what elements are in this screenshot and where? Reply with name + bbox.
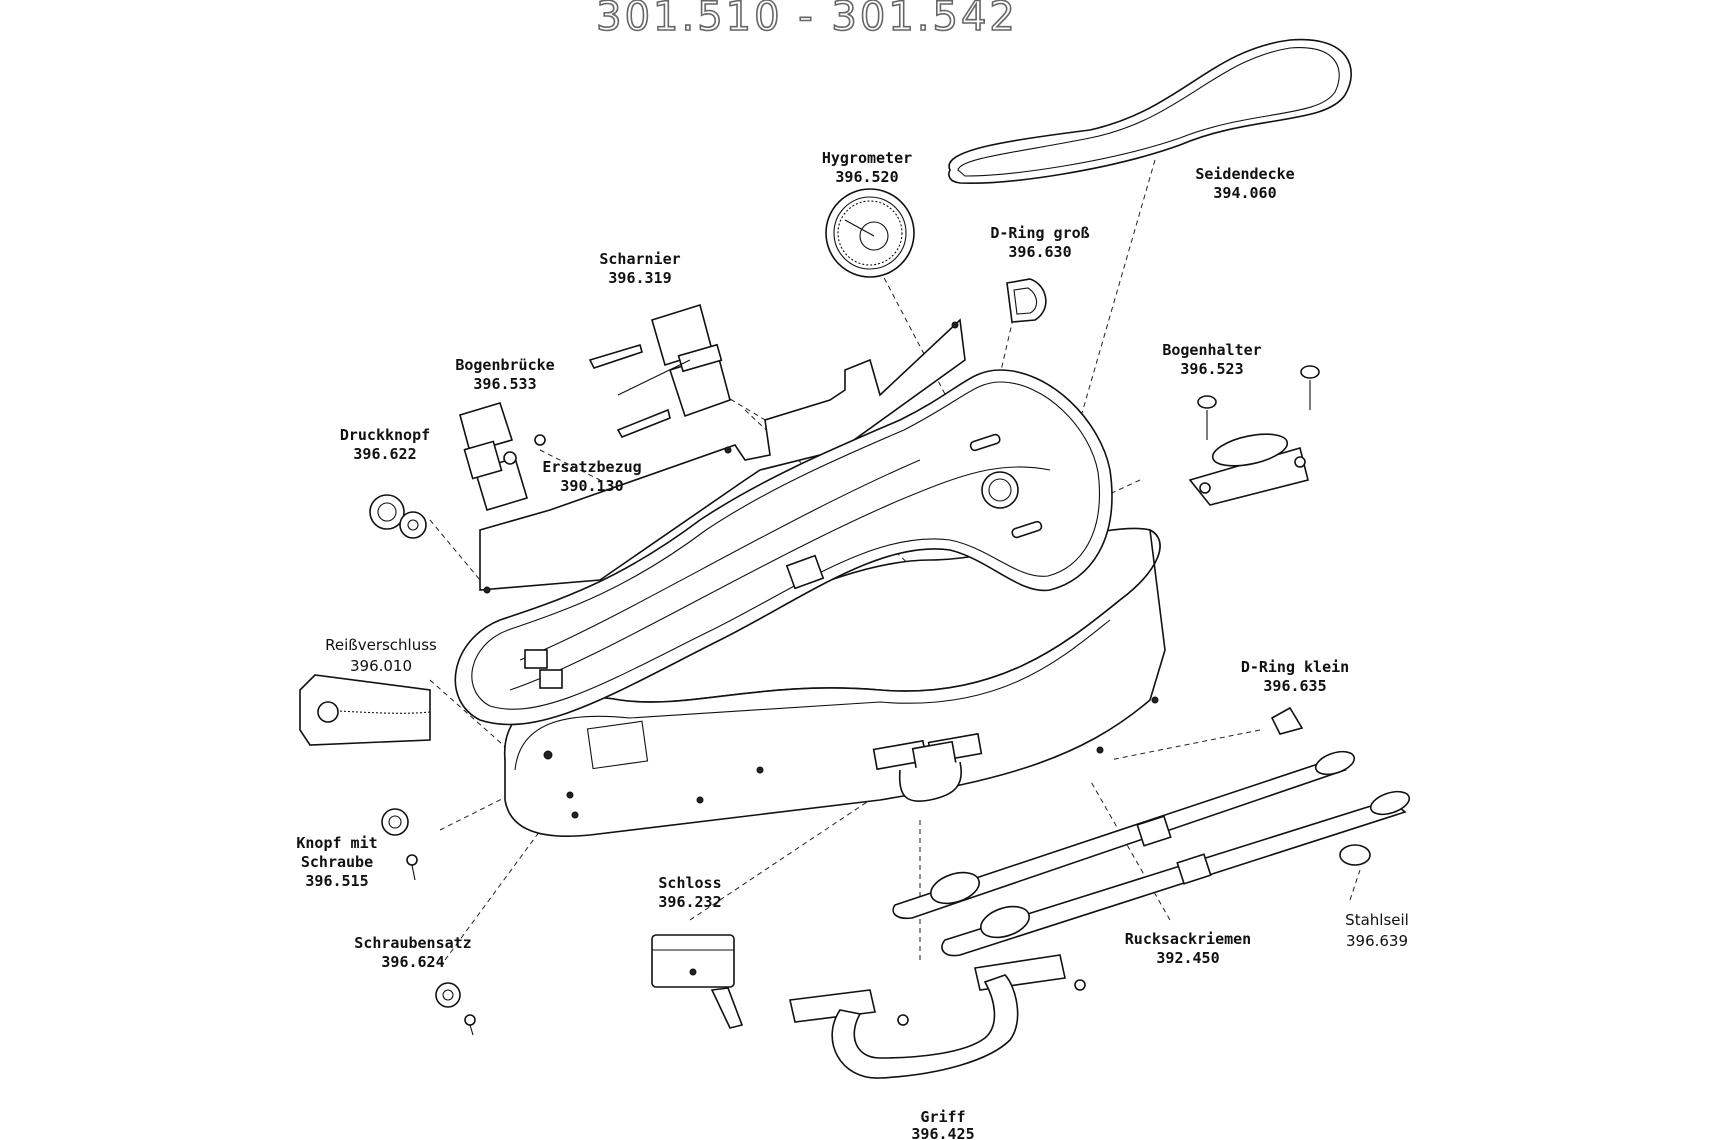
part-name: D-Ring groß bbox=[990, 224, 1089, 242]
part-name: Bogenhalter bbox=[1162, 341, 1261, 359]
part-name: Scharnier bbox=[599, 250, 680, 268]
part-name: Griff bbox=[920, 1108, 965, 1126]
rucksackriemen-part bbox=[892, 750, 1411, 957]
part-number: 396.232 bbox=[658, 893, 721, 911]
griff-part bbox=[789, 954, 1086, 1079]
part-number: 390.130 bbox=[560, 477, 623, 495]
part-number: 396.319 bbox=[608, 269, 671, 287]
part-number: 396.622 bbox=[353, 445, 416, 463]
part-number: 396.639 bbox=[1346, 932, 1408, 950]
stahlseil-part bbox=[1339, 844, 1371, 866]
schraubensatz-part bbox=[435, 982, 476, 1036]
scharnier-part bbox=[588, 303, 731, 438]
seidendecke-part bbox=[948, 38, 1352, 184]
part-number: 396.523 bbox=[1180, 360, 1243, 378]
part-name: Stahlseil bbox=[1345, 911, 1409, 929]
dring-gross-part bbox=[1006, 278, 1047, 323]
label-schloss: Schloss 396.232 bbox=[658, 874, 721, 911]
part-number: 396.635 bbox=[1263, 677, 1326, 695]
hygrometer-part bbox=[825, 188, 915, 278]
label-bogenhalter: Bogenhalter 396.523 bbox=[1162, 341, 1261, 378]
part-name: Hygrometer bbox=[822, 149, 912, 167]
part-name: Schloss bbox=[658, 874, 721, 892]
part-number: 396.533 bbox=[473, 375, 536, 393]
case-front-latch bbox=[872, 732, 983, 802]
druckknopf-part bbox=[369, 494, 427, 539]
label-reissverschluss: Reißverschluss 396.010 bbox=[325, 636, 437, 675]
part-number: 396.515 bbox=[305, 872, 368, 890]
part-name-line2: Schraube bbox=[301, 853, 373, 871]
part-name: Ersatzbezug bbox=[542, 458, 641, 476]
label-hygrometer: Hygrometer 396.520 bbox=[822, 149, 912, 186]
label-druckknopf: Druckknopf 396.622 bbox=[340, 426, 430, 463]
label-rucksackriemen: Rucksackriemen 392.450 bbox=[1125, 930, 1251, 967]
part-name: Bogenbrücke bbox=[455, 356, 554, 374]
part-number: 394.060 bbox=[1213, 184, 1276, 202]
part-number: 392.450 bbox=[1156, 949, 1219, 967]
part-number: 396.520 bbox=[835, 168, 898, 186]
part-name: Schraubensatz bbox=[354, 934, 471, 952]
label-dring-gross: D-Ring groß 396.630 bbox=[990, 224, 1089, 261]
diagram-title: 301.510 - 301.542 bbox=[596, 0, 1018, 40]
part-name: Druckknopf bbox=[340, 426, 430, 444]
knopf-mit-schraube-part bbox=[381, 808, 418, 881]
part-number: 396.010 bbox=[350, 657, 412, 675]
part-number: 396.630 bbox=[1008, 243, 1071, 261]
label-bogenbruecke: Bogenbrücke 396.533 bbox=[455, 356, 554, 393]
label-stahlseil: Stahlseil 396.639 bbox=[1345, 911, 1409, 950]
part-number: 396.624 bbox=[381, 953, 444, 971]
label-scharnier: Scharnier 396.319 bbox=[599, 250, 680, 287]
part-name: Seidendecke bbox=[1195, 165, 1294, 183]
part-name-line1: Knopf mit bbox=[296, 834, 377, 852]
reissverschluss-part bbox=[299, 674, 431, 746]
label-seidendecke: Seidendecke 394.060 bbox=[1195, 165, 1294, 202]
part-name: Rucksackriemen bbox=[1125, 930, 1251, 948]
case-lid bbox=[454, 369, 1113, 726]
ersatzbezug-part bbox=[479, 318, 966, 594]
label-ersatzbezug: Ersatzbezug 390.130 bbox=[542, 458, 641, 495]
schloss-part bbox=[651, 934, 744, 1029]
part-name: D-Ring klein bbox=[1241, 658, 1349, 676]
label-dring-klein: D-Ring klein 396.635 bbox=[1241, 658, 1349, 695]
part-number: 396.425 bbox=[911, 1125, 974, 1140]
part-name: Reißverschluss bbox=[325, 636, 437, 654]
bogenbruecke-part bbox=[459, 402, 546, 511]
label-schraubensatz: Schraubensatz 396.624 bbox=[354, 934, 471, 971]
bogenhalter-part bbox=[1188, 365, 1320, 506]
label-knopf-mit-schraube: Knopf mit Schraube 396.515 bbox=[296, 834, 377, 890]
label-griff: Griff 396.425 bbox=[911, 1108, 974, 1140]
dring-klein-part bbox=[1270, 706, 1304, 735]
